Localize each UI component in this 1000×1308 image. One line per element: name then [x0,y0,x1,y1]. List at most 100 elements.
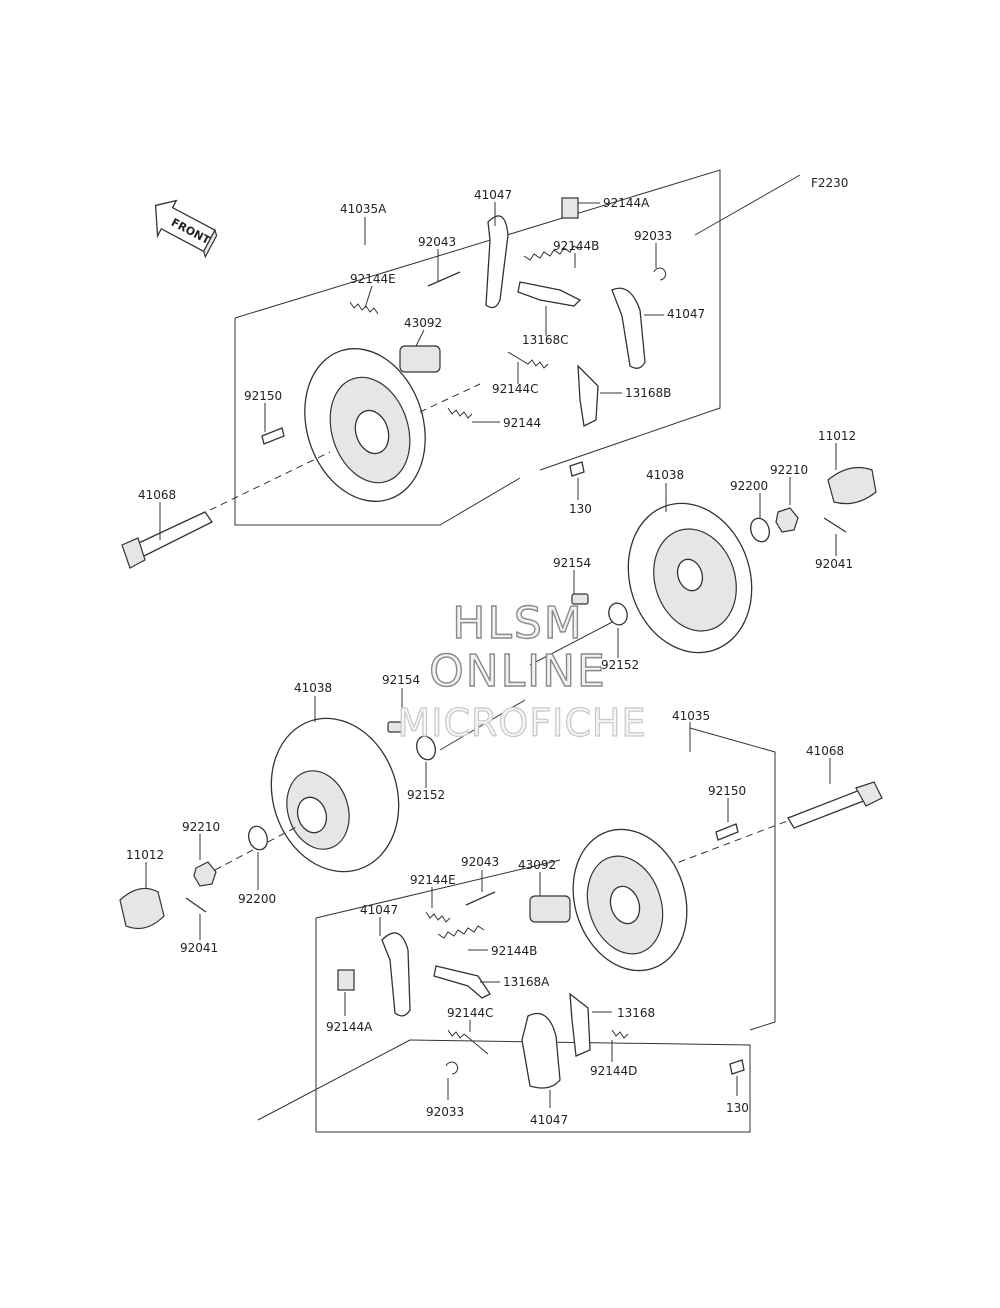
watermark: HLSM ONLINE MICROFICHE [397,597,646,745]
lower-clip-92144A [337,969,355,991]
part-label-92144C: 92144C [447,1006,494,1020]
part-label-41047: 41047 [474,188,512,202]
part-label-41047: 41047 [360,903,398,917]
lower-clip-92033 [445,1061,459,1075]
upper-pin-92041 [823,517,847,533]
upper-brake-shoe-left [485,215,509,309]
upper-group-outline [234,169,801,666]
lower-group-outline [257,699,776,1133]
part-label-92144E: 92144E [350,272,396,286]
watermark-line-1: HLSM [452,598,584,649]
part-label-41038: 41038 [294,681,332,695]
part-label-43092: 43092 [518,858,556,872]
upper-brake-shoe-right [611,287,646,369]
part-label-92144A: 92144A [326,1020,373,1034]
part-label-13168A: 13168A [503,975,550,989]
part-label-92200: 92200 [730,479,768,493]
lower-wheel-cylinder [529,895,571,923]
part-label-92152: 92152 [601,658,639,672]
upper-seal-92152 [608,602,628,626]
part-label-11012: 11012 [818,429,856,443]
part-label-41068: 41068 [806,744,844,758]
part-label-13168B: 13168B [625,386,671,400]
upper-washer-92200 [750,517,770,543]
part-label-41035: 41035 [672,709,710,723]
part-label-92150: 92150 [708,784,746,798]
part-label-130: 130 [569,502,592,516]
upper-lever-13168B [577,364,599,427]
upper-bolt-92150 [261,427,285,445]
part-label-41047: 41047 [530,1113,568,1127]
part-label-92200: 92200 [238,892,276,906]
part-label-92152: 92152 [407,788,445,802]
part-label-92033: 92033 [634,229,672,243]
lower-lever-13168A [433,965,491,999]
upper-clip-92033 [653,267,667,281]
part-label-92210: 92210 [182,820,220,834]
upper-wheel-cylinder [399,345,441,373]
figure-id: F2230 [811,176,848,190]
part-label-130: 130 [726,1101,749,1115]
lower-stud-92154 [387,721,405,733]
lower-brake-shoe-right [521,1012,561,1089]
upper-axle-line-2 [419,383,481,413]
part-label-92043: 92043 [418,235,456,249]
part-label-92041: 92041 [180,941,218,955]
part-label-92144: 92144 [503,416,541,430]
part-label-92144C: 92144C [492,382,539,396]
lower-spring-92144D [611,1029,629,1039]
part-label-92041: 92041 [815,557,853,571]
part-label-92150: 92150 [244,389,282,403]
upper-spring-92144B [523,245,581,261]
upper-axle-line [209,451,331,511]
part-label-92144D: 92144D [590,1064,637,1078]
lower-washer-92200 [248,825,268,851]
lower-backing-plate [572,828,688,972]
part-label-43092: 43092 [404,316,442,330]
part-label-92144A: 92144A [603,196,650,210]
part-label-41035A: 41035A [340,202,387,216]
lower-pin-92043 [465,891,496,906]
part-label-92033: 92033 [426,1105,464,1119]
upper-spring-92144C [507,351,549,369]
part-label-41038: 41038 [646,468,684,482]
lower-axle-shaft [787,781,883,829]
part-label-92154: 92154 [382,673,420,687]
upper-pin-92043 [427,271,461,287]
lower-lever-13168 [569,992,591,1057]
upper-brake-drum [627,502,753,654]
upper-nut-92210 [775,507,799,533]
lower-nut-92210 [193,861,217,887]
lower-brake-shoe-left [381,932,411,1017]
part-label-92144B: 92144B [491,944,537,958]
lower-bolt-92150 [715,823,739,841]
part-label-92144B: 92144B [553,239,599,253]
watermark-line-2: ONLINE [429,646,607,697]
part-label-13168: 13168 [617,1006,655,1020]
upper-axle-shaft [121,511,213,569]
lower-pin-92041 [185,897,207,913]
upper-clip-92144A [561,197,579,219]
upper-lever-13168C [517,281,582,307]
part-label-92144E: 92144E [410,873,456,887]
part-label-92154: 92154 [553,556,591,570]
leader-lines [145,202,837,1108]
part-label-92043: 92043 [461,855,499,869]
front-arrow-icon: FRONT [154,199,218,259]
part-label-41068: 41068 [138,488,176,502]
upper-cap-11012 [827,467,877,505]
upper-stud-92154 [571,593,589,605]
watermark-line-3: MICROFICHE [397,701,646,745]
upper-bolt-130 [569,461,585,477]
lower-spring-92144C [447,1029,489,1055]
lower-spring-92144E [425,911,451,923]
upper-backing-plate [304,348,426,502]
part-label-13168C: 13168C [522,333,569,347]
part-label-11012: 11012 [126,848,164,862]
lower-cap-11012 [119,887,165,929]
part-label-92210: 92210 [770,463,808,477]
part-label-41047: 41047 [667,307,705,321]
upper-spring-92144E [349,301,379,315]
lower-brake-drum [270,717,400,873]
